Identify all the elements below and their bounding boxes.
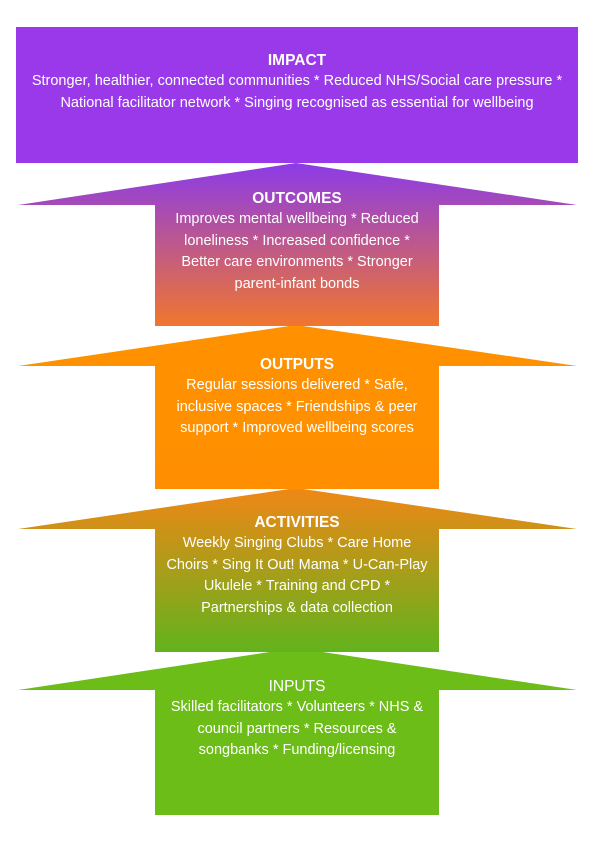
outputs-arrow (18, 325, 577, 489)
activities-title: ACTIVITIES (254, 514, 340, 531)
impact-layer: IMPACT Stronger, healthier, connected co… (24, 50, 570, 114)
impact-body: Stronger, healthier, connected communiti… (31, 73, 563, 111)
inputs-body: Skilled facilitators * Volunteers * NHS … (170, 699, 424, 758)
activities-layer: ACTIVITIES Weekly Singing Clubs * Care H… (166, 512, 428, 619)
activities-arrow (18, 488, 577, 652)
impact-box (16, 27, 578, 163)
outputs-body: Regular sessions delivered * Safe, inclu… (176, 377, 418, 436)
inputs-layer: INPUTS Skilled facilitators * Volunteers… (166, 676, 428, 762)
activities-body: Weekly Singing Clubs * Care Home Choirs … (166, 535, 428, 616)
outcomes-layer: OUTCOMES Improves mental wellbeing * Red… (168, 188, 426, 295)
inputs-title: INPUTS (268, 678, 326, 695)
outcomes-body: Improves mental wellbeing * Reduced lone… (175, 211, 419, 292)
outcomes-title: OUTCOMES (252, 190, 342, 207)
outputs-title: OUTPUTS (259, 356, 335, 373)
outcomes-arrow (18, 163, 577, 326)
impact-title: IMPACT (267, 52, 327, 69)
inputs-arrow (18, 648, 577, 815)
outputs-layer: OUTPUTS Regular sessions delivered * Saf… (168, 354, 426, 440)
